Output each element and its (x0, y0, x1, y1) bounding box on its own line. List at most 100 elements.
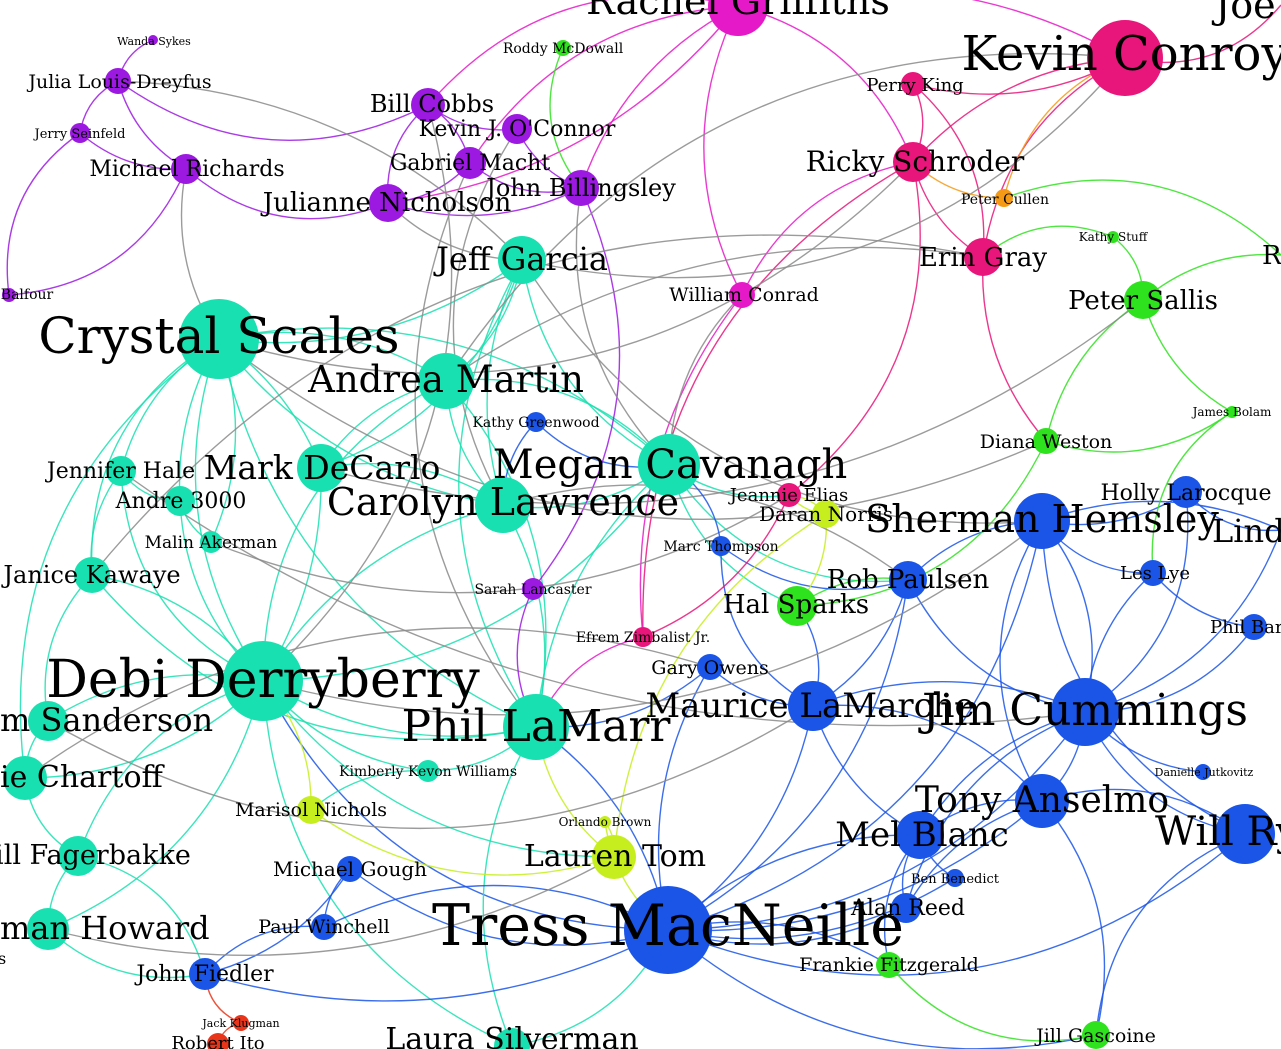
label-jutkovitz: Danielle Jutkovitz (1155, 766, 1254, 779)
edge-cummings-larocque (1084, 491, 1189, 713)
node-cobbs (411, 88, 445, 122)
node-kawaye (74, 557, 110, 593)
node-gascoine (1082, 1021, 1110, 1049)
edge-anselmo-gascoine (1041, 800, 1106, 1036)
node-rachel (708, 0, 768, 36)
edge-sallis-weston (1045, 299, 1144, 442)
label-benedict: Ben Benedict (911, 872, 1000, 887)
edge-rachel-cobbs (427, 0, 739, 106)
edge-norris-tom (613, 513, 827, 858)
edge-rachel-conrad (703, 5, 743, 296)
edge-macneille-paulsen (667, 579, 909, 931)
edge-rachel-schroder (737, 5, 914, 163)
node-roddy (555, 40, 571, 56)
edge-kevinoc-lawrence (452, 128, 518, 506)
label-nicholson: Julianne Nicholson (260, 188, 512, 218)
node-kconroy (1087, 20, 1163, 96)
edge-derryberry-hemsley (262, 520, 1043, 716)
node-klugman (233, 1015, 249, 1031)
node-reed (891, 893, 921, 923)
label-billingsley: John Billingsley (483, 174, 676, 202)
edge-lamarr-cavanagh (535, 464, 670, 728)
edge-lamarr-lawrence (502, 504, 546, 728)
edge-cavanagh-martin (445, 378, 670, 466)
label-perry: Perry King (866, 75, 963, 96)
edge-howard-tom (47, 856, 615, 956)
label-weston: Diana Weston (980, 431, 1113, 453)
edge-julia-cobbs (117, 80, 429, 141)
node-sparks (777, 586, 817, 626)
label-kawaye: Janice Kawaye (0, 561, 180, 589)
node-lancaster (522, 578, 544, 600)
edge-howard-fiedler (47, 928, 206, 979)
label-macneille: Tress MacNeille (432, 893, 904, 959)
edge-sparks-weston (796, 440, 1047, 607)
edge-schroder-zimbalist (642, 161, 914, 638)
edge-scales-lamarr (218, 338, 537, 728)
node-elias (777, 483, 801, 507)
label-anselmo: Tony Anselmo (915, 780, 1169, 821)
node-nicholson (369, 184, 407, 222)
edge-seinfeld-balfour (6, 132, 81, 296)
node-cummings (1051, 678, 1119, 746)
edge-akerman-elias (210, 494, 790, 594)
label-andre: Andre 3000 (115, 489, 247, 514)
edge-hemsley-lind (1041, 500, 1281, 531)
label-wry: Will Ry (1155, 809, 1281, 855)
label-lind: Lind (1212, 512, 1281, 550)
node-seinfeld (70, 123, 90, 143)
label-stuff: Kathy Stuff (1079, 230, 1149, 244)
edge-scales-chartoff (19, 338, 220, 779)
edge-derryberry-silverman (262, 680, 513, 1047)
label-lye: Les Lye (1120, 563, 1190, 584)
edge-derryberry-martin (262, 380, 447, 682)
node-decarlo (297, 444, 345, 492)
edge-nichols-tom (310, 809, 615, 876)
edge-derryberry-tom (262, 680, 615, 858)
edge-anselmo-hemsley (999, 520, 1043, 802)
node-howard (27, 908, 69, 950)
label-martin: Andrea Martin (307, 358, 584, 401)
node-stuff (1107, 231, 1119, 243)
edge-cummings-lamarche (812, 681, 1086, 713)
edge-kwilliams-nichols (310, 769, 429, 811)
label-derryberry: Debi Derryberry (46, 650, 480, 710)
node-blanc (896, 811, 944, 859)
label-sparks: Hal Sparks (723, 590, 869, 620)
edge-scales-weston (218, 338, 1047, 520)
label-sanderson: m Sanderson (0, 701, 213, 739)
node-perry (901, 72, 925, 96)
edge-macneille-wry (667, 833, 1246, 976)
label-paulsen: Rob Paulsen (827, 565, 990, 595)
edge-macneille-fiedler (204, 929, 669, 1002)
node-thompson (711, 536, 731, 556)
label-rr: R (1262, 241, 1281, 271)
label-silverman: Laura Silverman (385, 1022, 638, 1049)
node-derryberry (223, 641, 303, 721)
edge-macneille-gascoine (667, 929, 1097, 1049)
label-norris: Daran Norris (759, 502, 893, 526)
edge-lamarr-silverman (482, 726, 537, 1047)
edge-balfour-richards (8, 168, 187, 296)
node-bare (1241, 614, 1267, 640)
label-chartoff: ie Chartoff (0, 760, 166, 795)
label-conrad: William Conrad (669, 284, 819, 306)
node-billingsley (563, 170, 599, 206)
label-obrown: Orlando Brown (559, 815, 652, 829)
label-tom: Lauren Tom (524, 839, 706, 874)
edge-bolam-lye (1151, 411, 1233, 574)
edge-julia-richards (117, 80, 187, 170)
label-hale: Jennifer Hale (45, 459, 195, 484)
label-schroder: Ricky Schroder (806, 145, 1025, 178)
edge-gough-fiedler (204, 868, 351, 975)
node-kwilliams (417, 760, 439, 782)
label-elias: Jeannie Elias (728, 485, 849, 506)
edge-conrad-schroder (741, 161, 914, 296)
edge-weston-bolam (1045, 411, 1233, 453)
node-bolam (1226, 406, 1238, 418)
node-julia (105, 68, 131, 94)
node-wanda (148, 35, 158, 45)
node-schroder (893, 142, 933, 182)
